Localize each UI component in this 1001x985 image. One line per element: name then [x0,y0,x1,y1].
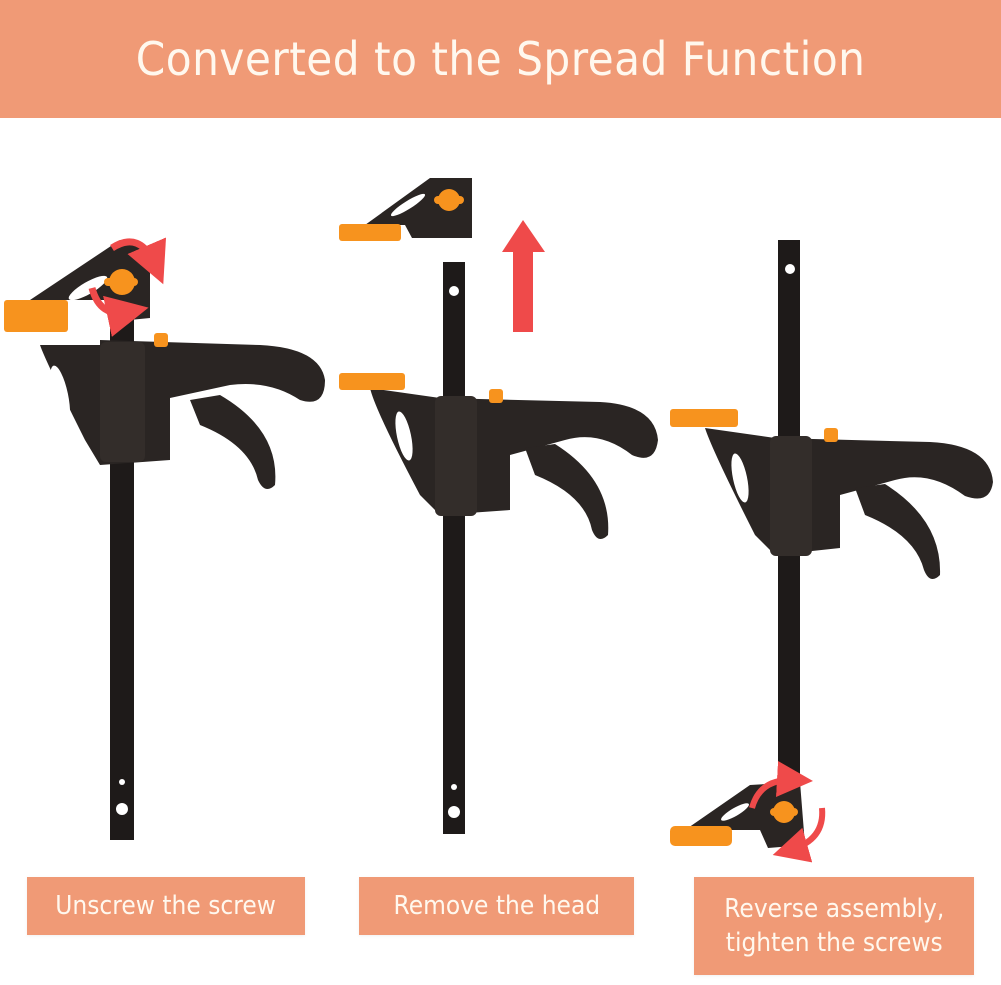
clamp-step3-icon [670,240,993,863]
step1-label: Unscrew the screw [55,891,277,921]
banner-title: Converted to the Spread Function [135,32,866,86]
step3-caption: Reverse assembly, tighten the screws [694,877,974,975]
clamp-step2-icon [339,178,658,834]
step2-caption: Remove the head [359,877,634,935]
step2-label: Remove the head [393,891,600,921]
step3-label: Reverse assembly, tighten the screws [723,894,945,958]
step1-caption: Unscrew the screw [27,877,305,935]
clamp-step1-icon [4,237,325,840]
clamp-illustrations [4,178,993,863]
title-banner: Converted to the Spread Function [0,0,1001,118]
